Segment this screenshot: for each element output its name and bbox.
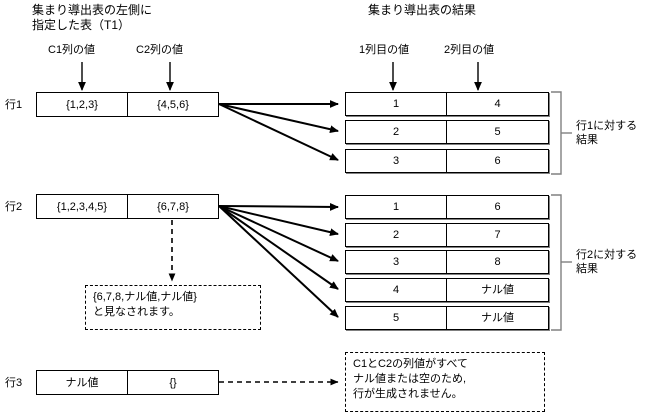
source-row-3-c1: ナル値 bbox=[65, 376, 99, 389]
row2-result-bracket-label: 行2に対する 結果 bbox=[576, 249, 638, 275]
result-row-g2-1-col2: 6 bbox=[446, 196, 548, 218]
result-row-g2-4-col1: 4 bbox=[392, 284, 400, 296]
result-row-g2-3-col2: 8 bbox=[446, 251, 548, 273]
source-row-3-c2: {} bbox=[127, 371, 218, 394]
column-pointer-arrows-right bbox=[389, 62, 482, 91]
result-row-g2-5: 5 ナル値 bbox=[345, 306, 549, 330]
note-row3-empty: C1とC2の列値がすべて ナル値または空のため, 行が生成されません。 bbox=[345, 352, 545, 412]
result-row-g2-1: 1 6 bbox=[345, 195, 549, 219]
result-row-g2-4: 4 ナル値 bbox=[345, 278, 549, 302]
result-row-g1-1: 1 4 bbox=[345, 92, 549, 116]
source-row-1: {1,2,3} {4,5,6} bbox=[36, 92, 219, 117]
row2-result-bracket bbox=[551, 194, 572, 331]
result-row-g1-2-col2: 5 bbox=[446, 121, 548, 143]
column-label-result-2: 2列目の値 bbox=[444, 44, 495, 56]
left-table-title: 集まり導出表の左側に 指定した表（T1） bbox=[32, 3, 153, 32]
note-row2-padding: {6,7,8,ナル値,ナル値} と見なされます。 bbox=[85, 285, 261, 330]
column-pointer-arrows-left bbox=[78, 62, 174, 91]
result-row-g2-5-col1: 5 bbox=[392, 312, 400, 324]
row-label-1: 行1 bbox=[5, 99, 23, 111]
source-row-3: ナル値 {} bbox=[36, 370, 219, 395]
column-label-result-1: 1列目の値 bbox=[359, 44, 410, 56]
result-row-g1-2: 2 5 bbox=[345, 120, 549, 144]
result-row-g1-2-col1: 2 bbox=[392, 126, 400, 138]
source-row-2-c1: {1,2,3,4,5} bbox=[56, 200, 108, 213]
column-label-c1: C1列の値 bbox=[48, 44, 96, 56]
row-label-3: 行3 bbox=[5, 377, 23, 389]
source-row-2: {1,2,3,4,5} {6,7,8} bbox=[36, 194, 219, 219]
result-row-g2-5-col2: ナル値 bbox=[446, 307, 548, 329]
row-label-2: 行2 bbox=[5, 201, 23, 213]
result-row-g1-3-col1: 3 bbox=[392, 155, 400, 167]
result-row-g2-4-col2: ナル値 bbox=[446, 279, 548, 301]
source-row-1-c1: {1,2,3} bbox=[66, 98, 98, 111]
result-row-g2-2-col2: 7 bbox=[446, 224, 548, 246]
column-label-c2: C2列の値 bbox=[136, 44, 184, 56]
result-row-g2-2: 2 7 bbox=[345, 223, 549, 247]
source-row-1-c2: {4,5,6} bbox=[127, 93, 218, 116]
row1-result-bracket-label: 行1に対する 結果 bbox=[576, 120, 638, 146]
result-row-g2-2-col1: 2 bbox=[392, 229, 400, 241]
result-row-g1-3-col2: 6 bbox=[446, 150, 548, 172]
row1-result-bracket bbox=[551, 91, 572, 175]
result-row-g2-3: 3 8 bbox=[345, 250, 549, 274]
result-row-g2-3-col1: 3 bbox=[392, 256, 400, 268]
row1-fanout-arrows bbox=[218, 100, 339, 161]
result-row-g1-1-col2: 4 bbox=[446, 93, 548, 115]
result-row-g1-3: 3 6 bbox=[345, 149, 549, 173]
right-table-title: 集まり導出表の結果 bbox=[368, 3, 477, 17]
result-row-g2-1-col1: 1 bbox=[392, 201, 400, 213]
result-row-g1-1-col1: 1 bbox=[392, 98, 400, 110]
source-row-2-c2: {6,7,8} bbox=[127, 195, 218, 218]
